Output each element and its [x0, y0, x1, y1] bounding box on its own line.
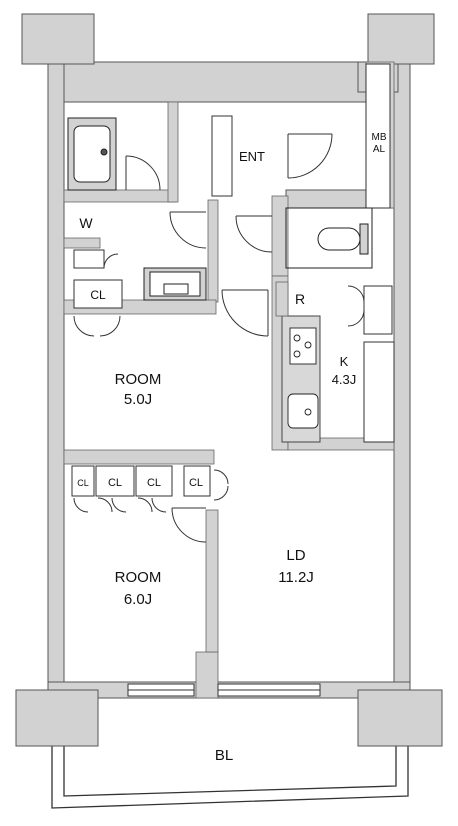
- washbasin-icon: [143, 267, 207, 301]
- closet-label: CL: [108, 477, 122, 489]
- entrance-label: ENT: [239, 149, 265, 164]
- kitchen-counter-top: [275, 281, 289, 317]
- washroom-label: W: [79, 215, 93, 231]
- closet-label: CL: [189, 477, 203, 489]
- closet-label: CL: [147, 477, 161, 489]
- balcony: [51, 740, 409, 809]
- closets: [71, 115, 395, 497]
- room-b-name: ROOM: [115, 569, 162, 586]
- meter-box-label-line2: AL: [373, 144, 386, 155]
- ld-size: 11.2J: [278, 569, 314, 586]
- ld-name: LD: [286, 547, 305, 564]
- meter-box: [365, 63, 391, 209]
- closet-label: CL: [90, 288, 106, 302]
- bathtub-icon: [67, 117, 117, 191]
- room-a-name: ROOM: [115, 371, 162, 388]
- sink-icon: [287, 393, 319, 429]
- doors: [73, 127, 365, 543]
- room-a-size: 5.0J: [124, 391, 152, 408]
- room-b-size: 6.0J: [124, 591, 152, 608]
- refrigerator-label: R: [295, 291, 305, 307]
- closet-label: CL: [77, 478, 89, 488]
- kitchen-size: 4.3J: [332, 372, 357, 387]
- bathroom-door: [125, 155, 161, 191]
- kitchen-name: K: [340, 354, 349, 369]
- stove-icon: [289, 327, 317, 365]
- toilet-icon: [285, 207, 373, 269]
- balcony-name: BL: [215, 747, 233, 764]
- corner-columns: [15, 13, 443, 747]
- meter-box-label-line1: MB: [372, 132, 387, 143]
- windows: [127, 683, 321, 697]
- washer-space: [73, 249, 119, 269]
